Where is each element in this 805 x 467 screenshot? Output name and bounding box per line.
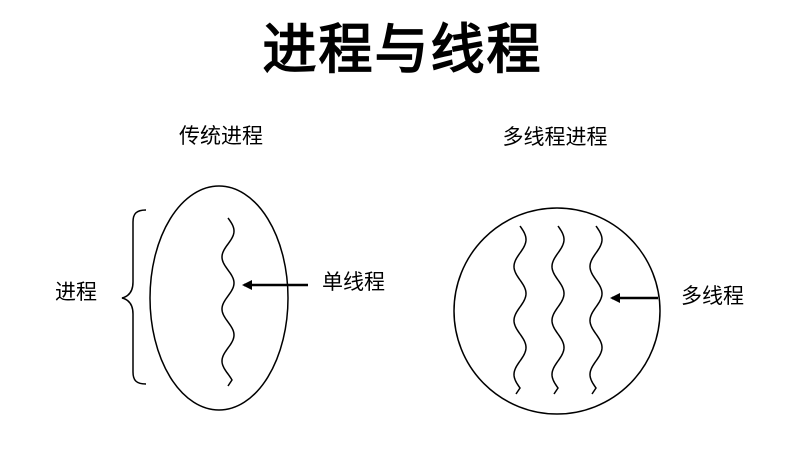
multithread-process-circle	[453, 207, 661, 415]
thread-squiggle	[589, 225, 603, 395]
process-brace-label: 进程	[55, 280, 97, 304]
multi-thread-label: 多线程	[681, 284, 744, 308]
thread-squiggle	[513, 225, 527, 395]
single-thread-label: 单线程	[322, 270, 385, 294]
thread-squiggle	[551, 225, 565, 395]
single-thread-squiggle	[221, 217, 235, 387]
process-brace	[121, 209, 147, 385]
multithread-process-heading: 多线程进程	[503, 125, 608, 149]
traditional-process-heading: 传统进程	[179, 124, 263, 148]
traditional-process-ellipse	[149, 185, 289, 411]
slide-title: 进程与线程	[262, 17, 543, 81]
